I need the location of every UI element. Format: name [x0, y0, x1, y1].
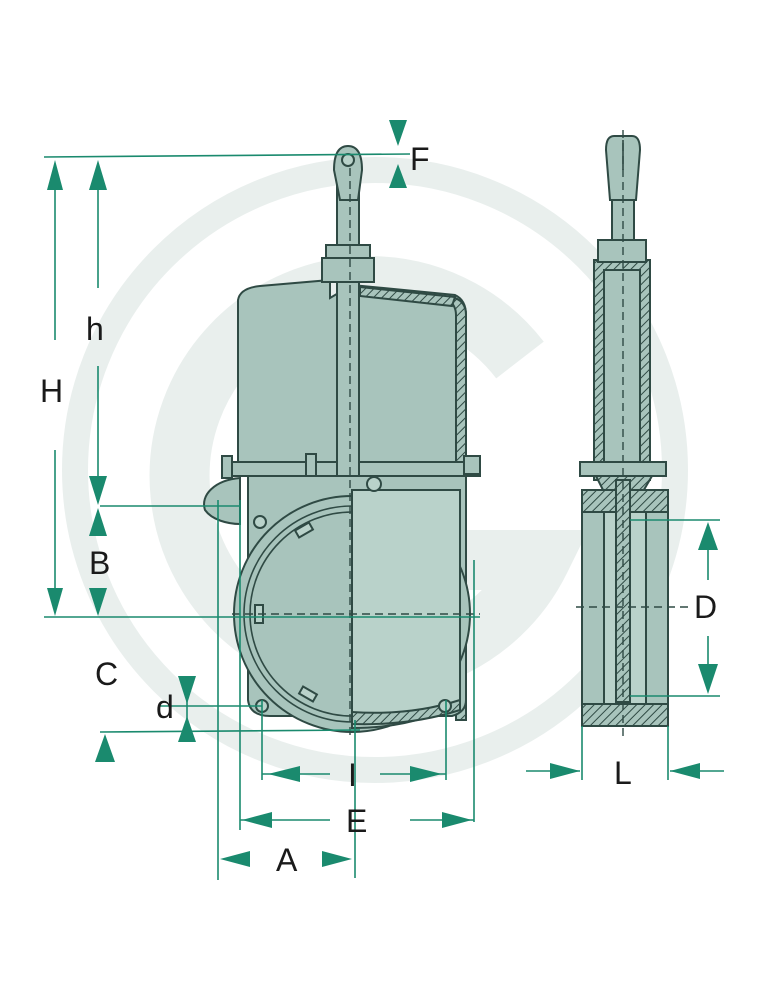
dimension-lines [43, 120, 724, 880]
label-D: D [694, 589, 717, 625]
label-H: H [40, 373, 63, 409]
valve-stem [336, 175, 360, 477]
stem-eye [332, 144, 364, 201]
label-E: E [346, 803, 367, 839]
label-I: I [348, 757, 357, 793]
label-F: F [410, 141, 430, 177]
label-C: C [95, 656, 118, 692]
label-B: B [89, 545, 110, 581]
label-d: d [156, 689, 174, 725]
nozzle [203, 476, 241, 526]
gate-plate [351, 489, 461, 730]
label-A: A [276, 842, 298, 878]
side-view [576, 130, 690, 740]
label-L: L [614, 755, 632, 791]
front-view [203, 144, 481, 740]
dimension-labels: F h H B C d I E A D L [40, 141, 717, 878]
label-h: h [86, 311, 104, 347]
stem-gland [325, 244, 371, 260]
